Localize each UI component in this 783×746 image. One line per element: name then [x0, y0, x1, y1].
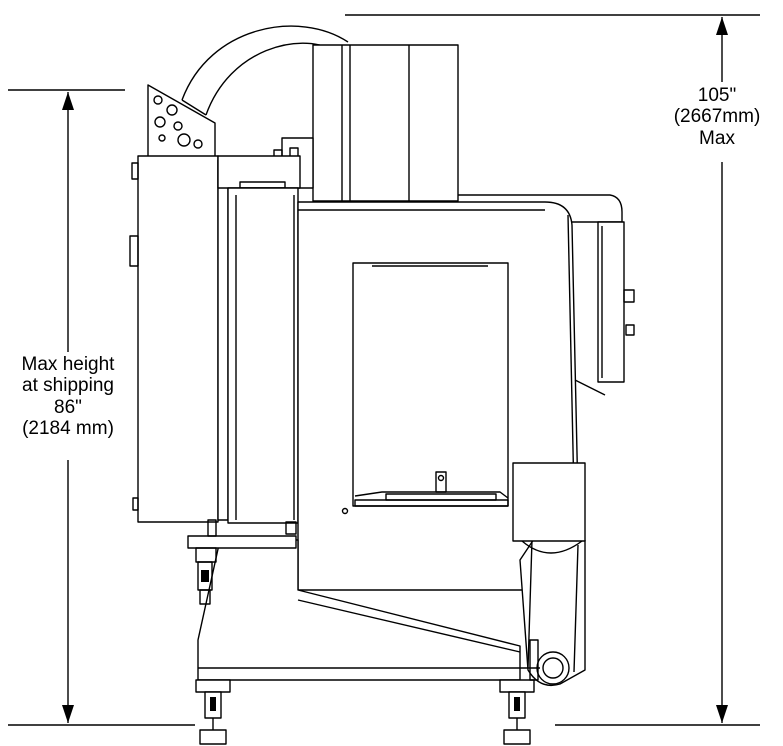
enclosure [297, 194, 623, 591]
chip-conveyor [512, 462, 586, 687]
dimension-lines [8, 14, 760, 726]
spindle-head [273, 44, 459, 202]
control-cabinet [129, 155, 301, 523]
max-height-label: 105" (2667mm) Max [652, 85, 782, 149]
side-control-panel [574, 221, 635, 396]
shipping-height-line-4: (2184 mm) [22, 417, 114, 439]
shipping-height-line-3: 86" [54, 396, 82, 418]
max-height-line-1: 105" [697, 85, 737, 106]
column-frame [227, 187, 299, 535]
shipping-height-line-2: at shipping [22, 375, 114, 397]
shipping-height-line-1: Max height [21, 354, 115, 375]
leveling-feet [195, 639, 539, 745]
max-height-line-3: Max [699, 127, 735, 149]
shipping-height-label: Max height at shipping 86" (2184 mm) [4, 354, 132, 440]
lower-fittings [187, 519, 297, 605]
machine-base [197, 539, 540, 681]
max-height-line-2: (2667mm) [673, 106, 761, 128]
hose-bracket [147, 84, 216, 159]
